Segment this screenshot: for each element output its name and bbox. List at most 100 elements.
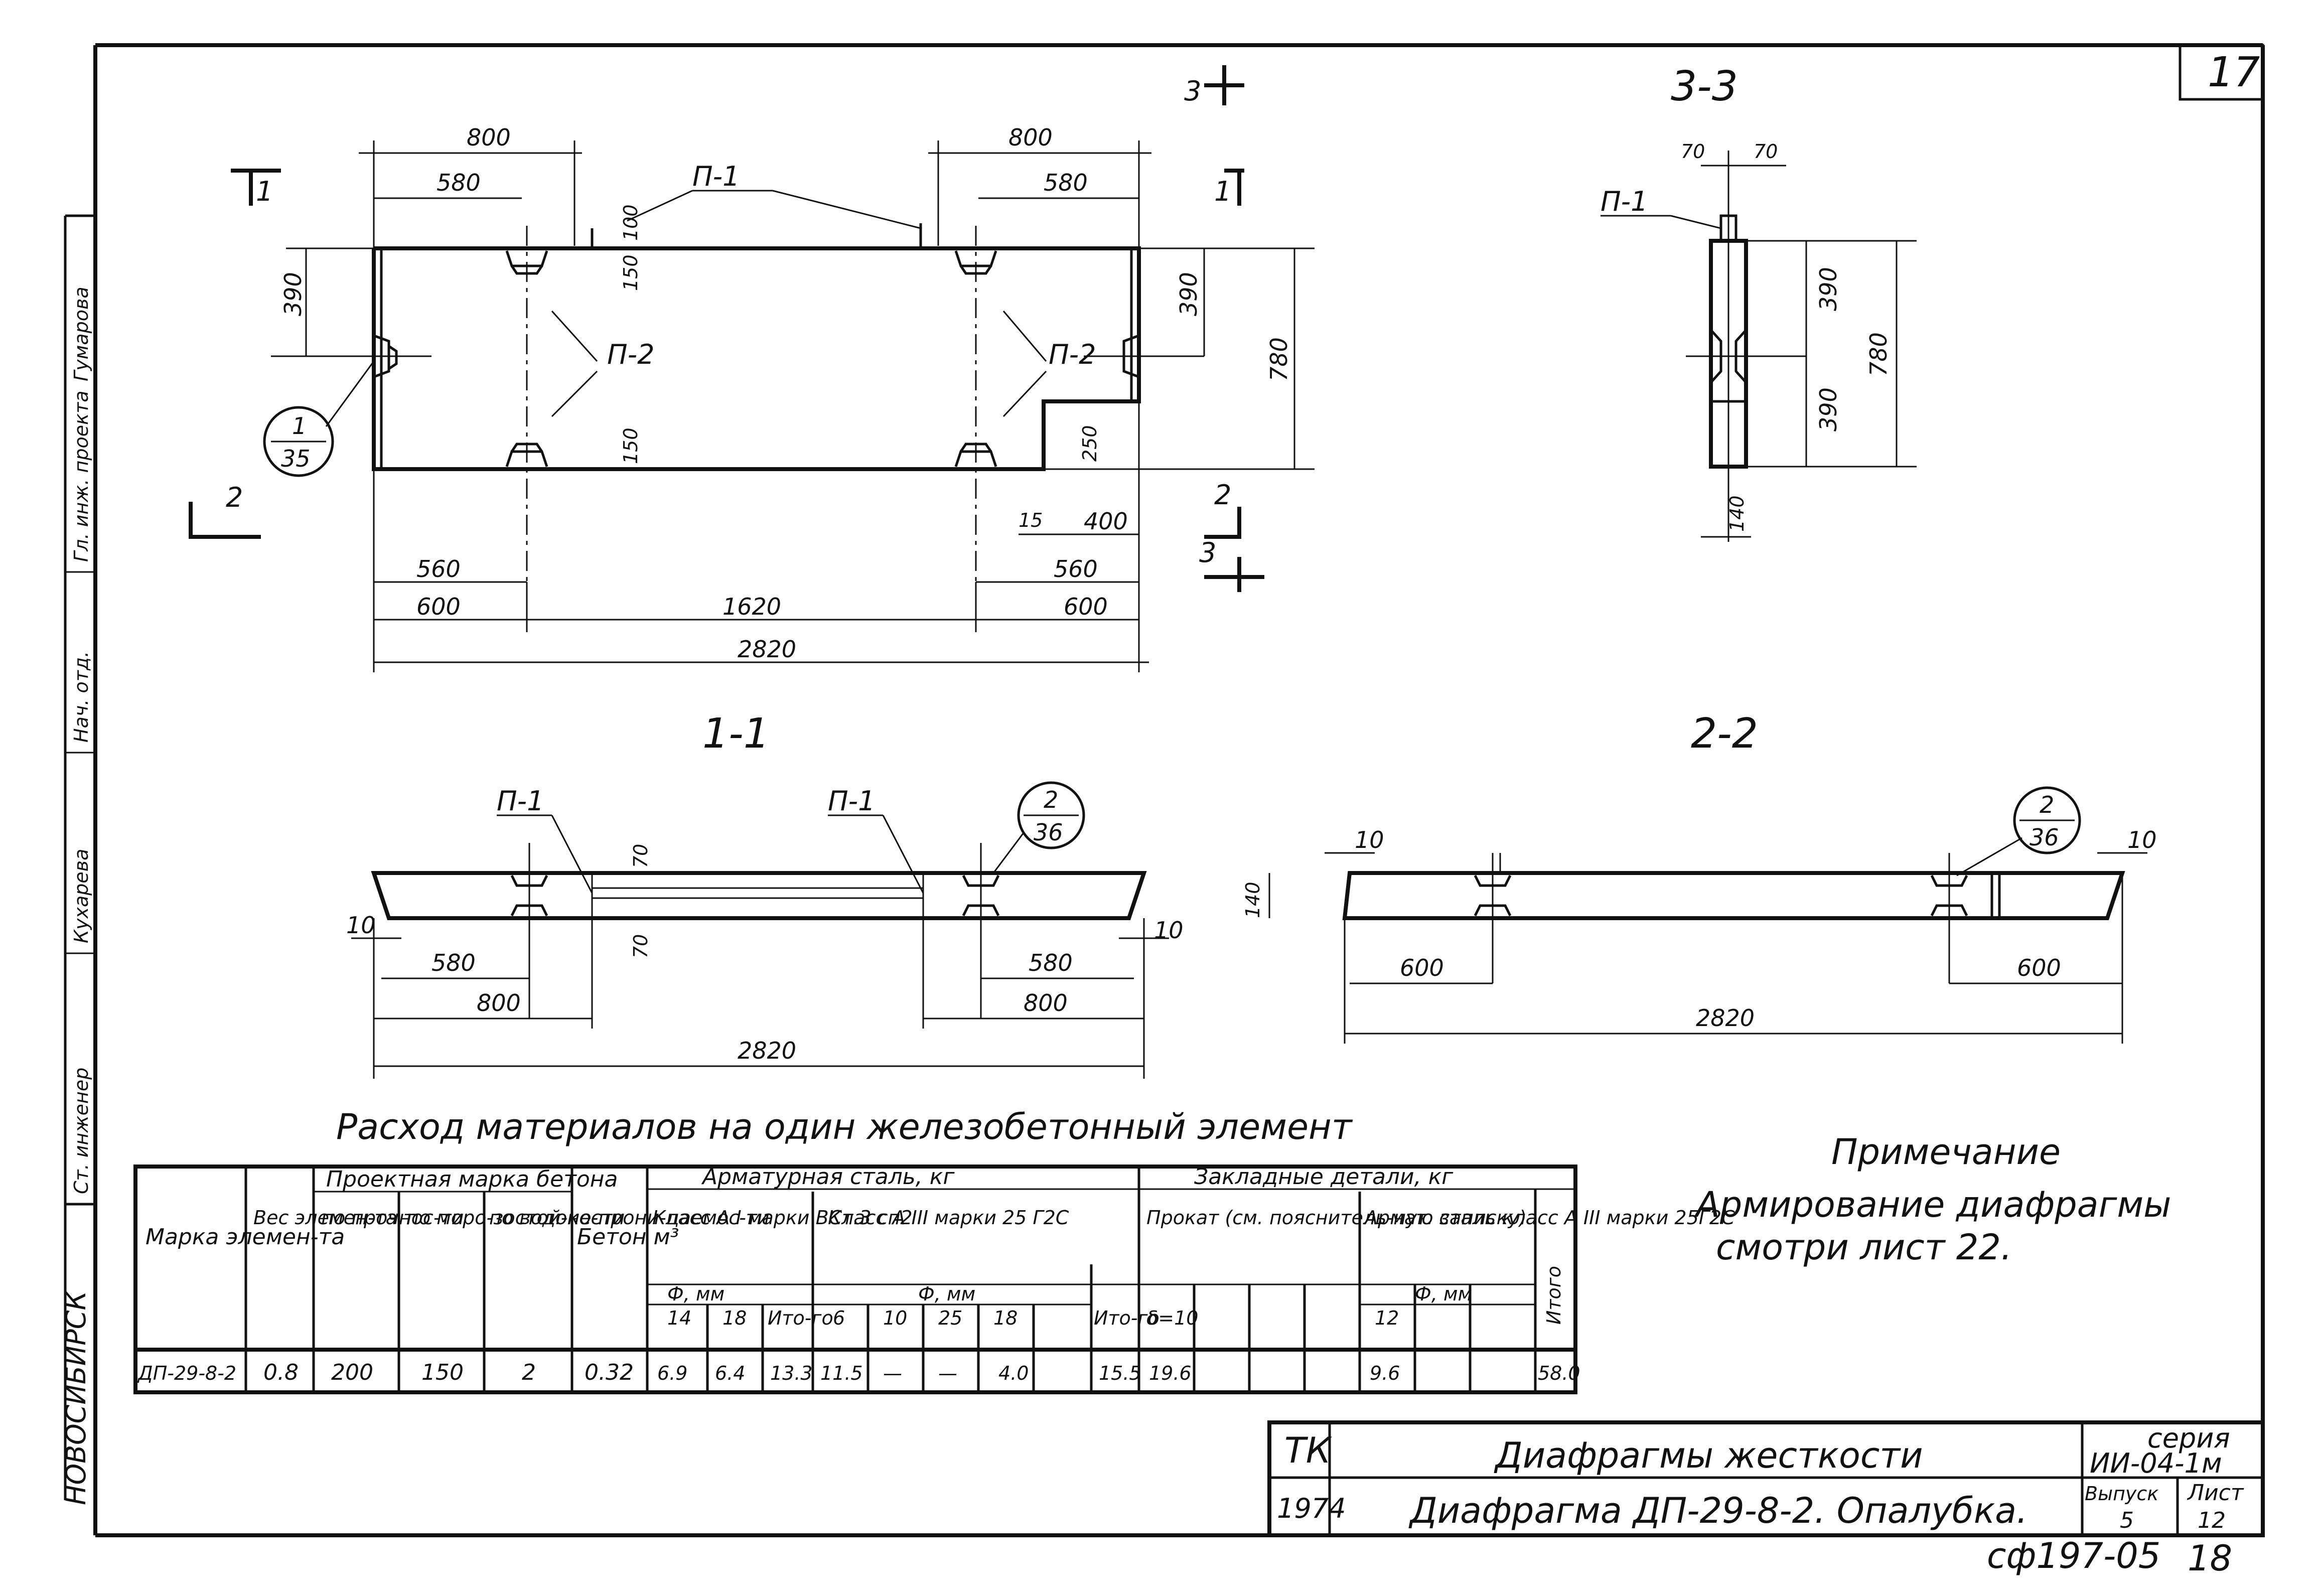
hdr-d25: 25 [938,1307,962,1329]
dim-right-390: 390 [1175,272,1202,316]
s11-label-p1a: П-1 [497,785,544,817]
tb-name-1: Диафрагмы жесткости [1494,1435,1923,1476]
s22-dim-600a: 600 [1400,954,1444,981]
label-p2-left: П-2 [607,339,654,370]
section-3-3-title: 3-3 [1671,63,1738,110]
hdr-d10: 10 [883,1307,907,1329]
cell-a3-d6: 11.5 [820,1362,863,1384]
stamp-note: Гумарова [70,286,92,381]
cell-total: 58.0 [1538,1362,1580,1384]
table-row: ДП-29-8-2 0.8 200 150 2 0.32 6.9 6.4 13.… [137,1360,1580,1385]
dim-bottom-600-left: 600 [416,593,461,620]
cell-strength: 200 [331,1360,373,1385]
materials-table: Расход материалов на один железобетонный… [133,1106,1735,1394]
plan-view: 800 580 800 580 390 390 780 100 150 150 … [189,65,1315,672]
cell-concrete: 0.32 [585,1360,634,1385]
s22-callout-num: 2 [2040,791,2054,818]
hdr-d12: 12 [1375,1307,1399,1329]
section-mark-1-left: 1 [256,176,273,207]
s33-dim-70b: 70 [1754,140,1778,163]
section-1-1-title: 1-1 [702,710,770,758]
tb-sheet-label: Лист [2187,1480,2244,1506]
dim-v100: 100 [620,204,642,241]
section-2-2-title: 2-2 [1691,710,1758,758]
hdr-rebar: Арматурная сталь, кг [701,1164,955,1190]
cell-frost: 150 [421,1360,464,1385]
hdr-class-a3: Класс А III марки 25 Г2С [828,1207,1069,1229]
hdr-concrete: Бетон м³ [577,1224,679,1250]
left-stamp: НОВОСИБИРСК Ст. инженер Кухарева Нач. от… [60,214,95,1505]
title-block: ТК 1974 Диафрагмы жесткости Диафрагма ДП… [1267,1420,2265,1537]
cell-a3-total: 15.5 [1099,1362,1141,1384]
footer-page: 18 [2188,1538,2232,1579]
footer-code: сф197-05 [1987,1535,2160,1576]
note-title: Примечание [1831,1131,2061,1173]
hdr-mark: Марка элемен-та [146,1224,345,1250]
hdr-weight: Вес элемен-та т [253,1207,415,1229]
cell-a1-d14: 6.9 [657,1362,687,1384]
s33-dim-390b: 390 [1815,387,1842,431]
s22-dim-total: 2820 [1696,1004,1755,1032]
note-text-2: смотри лист 22. [1716,1227,2012,1268]
s11-callout-num: 2 [1044,786,1058,813]
hdr-delta: δ=10 [1146,1307,1198,1329]
s22-dim-600b: 600 [2017,954,2061,981]
stamp-role-4: Гл. инж. проекта [70,390,92,562]
s22-dim-10a: 10 [1355,826,1384,853]
dim-bottom-600-right: 600 [1064,593,1108,620]
hdr-phi-2: Ф, мм [918,1283,975,1305]
embedded-parts-p2 [375,250,1138,467]
stamp-role-2: Кухарева [70,849,92,943]
tb-issue-label: Выпуск [2085,1483,2158,1505]
hdr-by-strength: по прочнос-ти [321,1207,464,1229]
label-p2-right: П-2 [1049,339,1096,370]
cell-a1-d18: 6.4 [715,1362,745,1384]
table-caption: Расход материалов на один железобетонный… [336,1106,1353,1147]
hdr-class-a1: Класс А I марки ВСт.3 сп2 [652,1207,913,1229]
label-p1: П-1 [692,161,740,192]
s11-dim-10a: 10 [346,912,376,939]
s33-dim-390a: 390 [1815,267,1842,311]
s22-outline [1342,871,2125,920]
s22-callout-den: 36 [2030,824,2059,851]
section-3-3: 3-3 390 390 780 70 70 П-1 140 [1601,63,1917,542]
section-mark-3-top: 3 [1184,75,1201,107]
section-mark-2-right: 2 [1214,479,1231,511]
hdr-design-grade: Проектная марка бетона [326,1167,618,1192]
stamp-role-3: Нач. отд. [70,651,92,743]
dim-top-right-580: 580 [1044,169,1088,196]
tb-sheet: 12 [2198,1508,2226,1533]
dim-bottom-1620: 1620 [722,593,781,620]
hdr-d18: 18 [722,1307,747,1329]
hdr-phi-3: Ф, мм [1415,1283,1472,1305]
tb-year: 1974 [1277,1493,1346,1524]
plan-outline [372,246,1141,471]
s11-outline [371,871,1147,920]
callout-num: 1 [292,412,307,440]
tb-org: ТК [1284,1430,1333,1471]
dim-v250: 250 [1079,425,1101,462]
hdr-by-water: по водоне-прони-цаемос-ти [489,1207,770,1229]
hdr-rebar-steel: Армат. сталь класс А III марки 25Г2С [1363,1207,1735,1229]
cell-a3-d10: — [883,1362,902,1384]
stamp-city: НОВОСИБИРСК [60,1290,92,1505]
section-marks [189,65,1264,592]
s33-dim-780: 780 [1865,332,1892,376]
dim-bottom-560-right: 560 [1054,555,1098,583]
hdr-itogo-1: Ито-го [768,1307,833,1329]
s22-dim-140: 140 [1242,882,1264,918]
s11-dim-580a: 580 [431,949,476,976]
s11-dim-580b: 580 [1029,949,1073,976]
cell-a3-d25: — [938,1362,957,1384]
dim-v150-bot: 150 [620,427,642,464]
s11-dim-800a: 800 [477,989,521,1017]
hdr-d14: 14 [667,1307,691,1329]
dim-top-left-800: 800 [467,124,511,151]
note-block: Примечание Армирование диафрагмы смотри … [1694,1131,2171,1268]
hdr-phi-1: Ф, мм [667,1283,725,1305]
dim-bottom-total: 2820 [738,636,796,663]
hdr-d18b: 18 [993,1307,1018,1329]
dim-400: 400 [1084,508,1128,535]
tb-issue: 5 [2120,1508,2134,1533]
